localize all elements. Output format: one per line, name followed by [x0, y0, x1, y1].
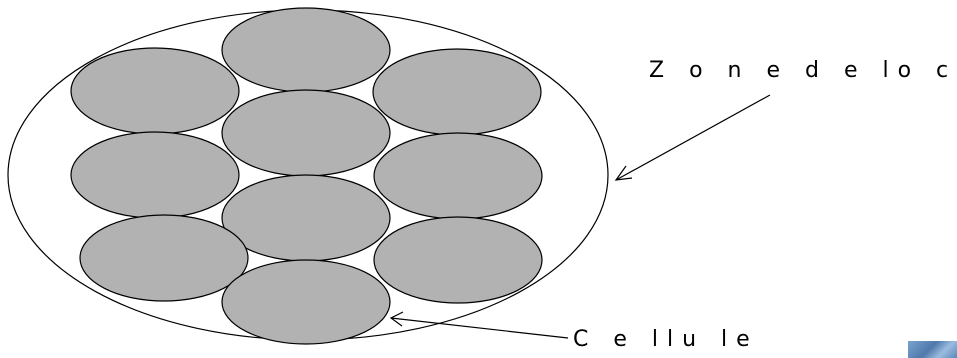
cells-group	[70, 7, 543, 345]
cell-bottom-center	[221, 259, 391, 345]
cell-top-center	[221, 7, 391, 93]
cell-row1-left	[70, 47, 240, 135]
cell-row3-right	[373, 132, 543, 220]
cell-row3-left	[70, 131, 240, 219]
cell-row1-right	[372, 48, 542, 136]
cell-label: C e llu le	[573, 327, 759, 352]
zone-arrow-line	[615, 94, 771, 181]
cell-row2-center	[221, 89, 391, 177]
corner-thumbnail-image	[908, 341, 957, 358]
cell-arrow-line	[390, 317, 569, 339]
cell-row5-right	[373, 216, 543, 304]
zone-label: Z o n e d e lo c a lis a tio n	[649, 58, 957, 83]
cell-arrow-head	[389, 311, 404, 327]
cell-row5-left	[79, 214, 249, 302]
cell-row4-center	[221, 174, 391, 262]
zone-arrow-head	[614, 165, 633, 181]
